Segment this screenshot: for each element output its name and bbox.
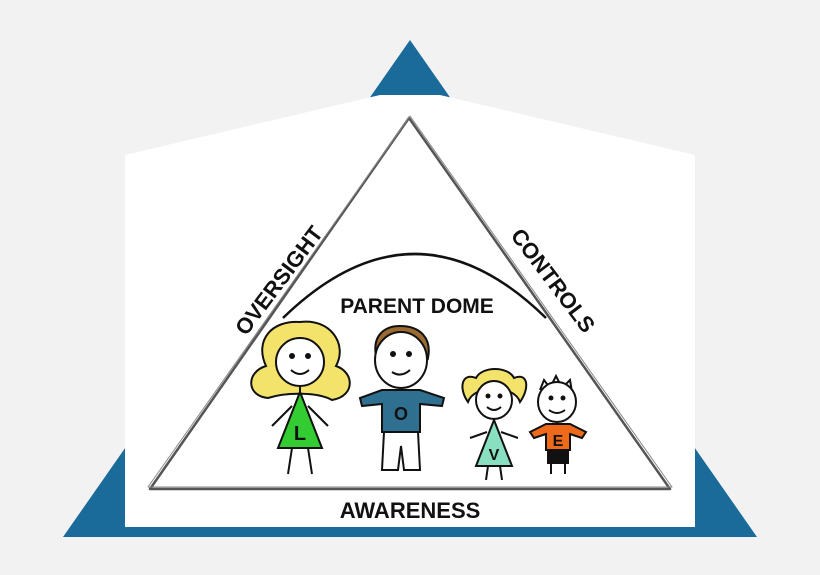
mother-leg-left — [287, 447, 293, 475]
mother-arm-right — [307, 405, 329, 427]
father-eye-left — [390, 351, 396, 357]
mother-smile — [290, 369, 310, 375]
father-shirt-letter: O — [394, 404, 408, 424]
son-eye-right — [560, 395, 566, 401]
son-shorts — [547, 450, 569, 464]
daughter-face — [475, 380, 513, 420]
father-smile — [391, 369, 411, 376]
mother-eye-right — [305, 353, 311, 359]
parent-dome-label: PARENT DOME — [340, 295, 494, 318]
inner-triangle — [148, 116, 672, 491]
daughter-arm-left — [469, 431, 488, 439]
father-shirt — [358, 389, 446, 433]
daughter-arm-right — [500, 431, 519, 439]
mother-face — [275, 337, 325, 387]
daughter-eye-right — [497, 393, 503, 399]
daughter-dress — [474, 417, 514, 467]
awareness-label: AWARENESS — [340, 498, 481, 523]
mother-shirt-letter: L — [294, 423, 306, 445]
father-face — [374, 331, 428, 389]
son-shirt-letter: E — [553, 433, 564, 450]
daughter-leg-right — [499, 465, 503, 481]
father-pants — [380, 431, 422, 471]
son-eye-left — [548, 395, 554, 401]
son-figure: E — [528, 373, 588, 474]
mother-dress — [276, 389, 324, 449]
son-smile — [548, 409, 566, 414]
mother-eye-left — [289, 353, 295, 359]
father-figure: O — [358, 324, 446, 471]
mother-arm-left — [271, 405, 293, 427]
daughter-smile — [486, 406, 502, 411]
inner-triangle-sketch — [147, 115, 673, 488]
son-hair — [539, 373, 573, 393]
daughter-eye-left — [485, 393, 491, 399]
mother-leg-right — [307, 447, 313, 475]
son-face — [537, 381, 577, 423]
daughter-leg-left — [485, 465, 489, 481]
mother-figure: L — [250, 320, 351, 475]
dome-arc — [282, 252, 547, 319]
father-eye-right — [406, 351, 412, 357]
daughter-shirt-letter: V — [489, 447, 500, 464]
son-shirt — [528, 423, 588, 451]
daughter-figure: V — [461, 368, 528, 481]
